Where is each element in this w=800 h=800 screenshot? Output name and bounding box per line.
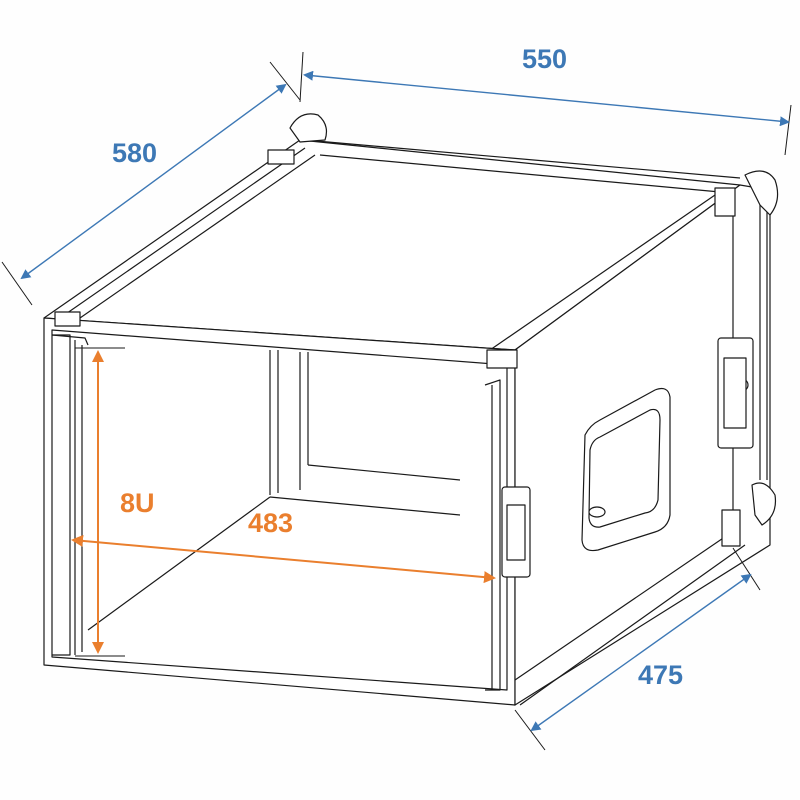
front-frame bbox=[43, 317, 516, 706]
rack-width-dimension-label: 483 bbox=[248, 508, 294, 538]
side-depth-dimension-arrow bbox=[530, 573, 752, 732]
depth-dimension-label: 580 bbox=[112, 138, 158, 168]
side-depth-dimension-label: 475 bbox=[638, 660, 684, 690]
front-latch bbox=[501, 486, 531, 578]
rack-width-dimension-arrow bbox=[71, 534, 496, 584]
width-dimension-label: 550 bbox=[522, 44, 568, 74]
depth-dimension-arrow bbox=[20, 83, 287, 280]
side-latch bbox=[717, 337, 754, 449]
recessed-handle bbox=[581, 387, 671, 552]
rack-height-dimension-label: 8U bbox=[120, 488, 155, 518]
width-dimension-arrow bbox=[303, 70, 790, 127]
